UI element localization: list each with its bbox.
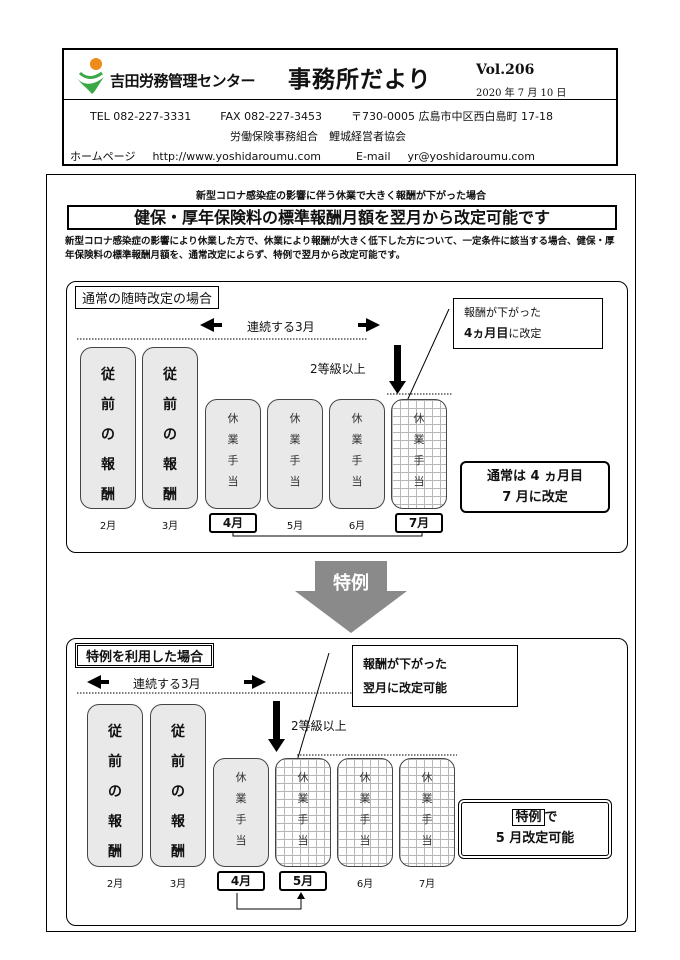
payment-column: 休業手当 — [337, 758, 393, 867]
email-link[interactable]: yr@yoshidaroumu.com — [407, 150, 535, 163]
column-label: 休業手当 — [235, 771, 247, 847]
month-label-highlighted: 7月 — [395, 513, 443, 533]
arrow-down-icon — [268, 739, 285, 752]
column-label: 休業手当 — [413, 412, 425, 488]
month-label: 3月 — [169, 879, 187, 890]
arrow-left-icon — [87, 675, 109, 689]
payment-column: 従前の報酬 — [142, 347, 198, 509]
payment-column: 休業手当 — [399, 758, 455, 867]
article-intro: 新型コロナ感染症の影響により休業した方で、休業により報酬が大きく低下した方につい… — [65, 236, 615, 261]
month-label: 7月 — [418, 879, 436, 890]
center-name: 吉田労務管理センター — [110, 72, 256, 90]
payment-column: 休業手当 — [275, 758, 331, 867]
column-label: 休業手当 — [289, 412, 301, 488]
arrow-right-icon — [244, 675, 266, 689]
special-case-label: 特例を利用した場合 — [75, 643, 215, 668]
column-label: 従前の報酬 — [171, 724, 185, 860]
special-case-transition-label: 特例 — [333, 573, 369, 594]
consecutive-months-label: 連続する3月 — [133, 677, 201, 691]
homepage-label: ホームページ — [70, 150, 136, 163]
column-label: 休業手当 — [227, 412, 239, 488]
column-label: 休業手当 — [297, 771, 309, 847]
payment-column: 従前の報酬 — [87, 704, 143, 867]
payment-column: 従前の報酬 — [150, 704, 206, 867]
special-case-arrow-icon — [295, 561, 407, 633]
article-subheading: 新型コロナ感染症の影響に伴う休業で大きく報酬が下がった場合 — [196, 191, 486, 202]
fax-number: FAX 082-227-3453 — [220, 110, 323, 123]
volume-number: Vol.206 — [476, 62, 535, 78]
month-label: 3月 — [161, 521, 179, 532]
column-label: 休業手当 — [359, 771, 371, 847]
payment-column: 休業手当 — [213, 758, 269, 867]
month-label: 2月 — [99, 521, 117, 532]
grade-change-label: 2等級以上 — [310, 362, 366, 376]
contact-line-web: ホームページ http://www.yoshidaroumu.com E-mai… — [70, 148, 610, 164]
payment-column: 従前の報酬 — [80, 347, 136, 509]
newsletter-title: 事務所だより — [288, 67, 432, 93]
special-case-callout: 報酬が下がった 翌月に改定可能 — [352, 645, 518, 707]
month-label-highlighted: 4月 — [209, 513, 257, 533]
newsletter-header: 吉田労務管理センター 事務所だより Vol.206 2020 年 7 月 10 … — [62, 48, 618, 166]
month-label-highlighted: 5月 — [279, 871, 327, 891]
arrow-down-icon — [389, 381, 406, 394]
arrow-right-icon — [358, 318, 380, 332]
normal-case-label: 通常の随時改定の場合 — [75, 286, 220, 309]
normal-case-panel: 通常の随時改定の場合 連続する3月 2等級以上 従前の報酬 2月 従前の報酬 3月 休業… — [66, 281, 628, 553]
logo-icon — [76, 58, 104, 94]
contact-line-phone: TEL 082-227-3331 FAX 082-227-3453 〒730-0… — [90, 108, 553, 124]
month-label: 6月 — [356, 879, 374, 890]
payment-column: 休業手当 — [205, 399, 261, 509]
issue-date: 2020 年 7 月 10 日 — [476, 88, 567, 99]
payment-column: 休業手当 — [329, 399, 385, 509]
homepage-link[interactable]: http://www.yoshidaroumu.com — [152, 150, 322, 163]
phone-number: TEL 082-227-3331 — [90, 110, 192, 123]
month-label: 2月 — [106, 879, 124, 890]
column-label: 従前の報酬 — [108, 724, 122, 860]
payment-column: 休業手当 — [267, 399, 323, 509]
arrow-up-icon — [297, 892, 305, 899]
column-label: 休業手当 — [421, 771, 433, 847]
payment-column: 休業手当 — [391, 399, 447, 509]
address: 〒730-0005 広島市中区西白島町 17-18 — [351, 110, 553, 123]
normal-case-callout: 報酬が下がった 4ヵ月目に改定 — [453, 298, 603, 349]
grade-change-label: 2等級以上 — [291, 719, 347, 733]
organizations: 労働保険事務組合 鯉城経営者協会 — [230, 130, 406, 143]
month-label: 5月 — [286, 521, 304, 532]
masthead: 吉田労務管理センター 事務所だより Vol.206 2020 年 7 月 10 … — [64, 50, 616, 100]
consecutive-months-label: 連続する3月 — [247, 320, 315, 334]
month-label: 6月 — [348, 521, 366, 532]
column-label: 従前の報酬 — [101, 367, 115, 503]
arrow-left-icon — [200, 318, 222, 332]
special-case-panel: 特例を利用した場合 連続する3月 2等級以上 従前の報酬 2月 従前の報酬 3月 休業手… — [66, 638, 628, 926]
email-label: E-mail — [356, 150, 391, 163]
special-case-arrows — [77, 652, 457, 910]
normal-case-result-box: 通常は 4 ヵ月目 7 月に改定 — [460, 461, 610, 513]
column-label: 休業手当 — [351, 412, 363, 488]
month-label-highlighted: 4月 — [217, 871, 265, 891]
article: 新型コロナ感染症の影響に伴う休業で大きく報酬が下がった場合 健保・厚年保険料の標… — [46, 174, 636, 932]
special-case-result-box: 特例で 5 月改定可能 — [458, 799, 612, 859]
article-headline: 健保・厚年保険料の標準報酬月額を翌月から改定可能です — [67, 205, 617, 230]
column-label: 従前の報酬 — [163, 367, 177, 503]
